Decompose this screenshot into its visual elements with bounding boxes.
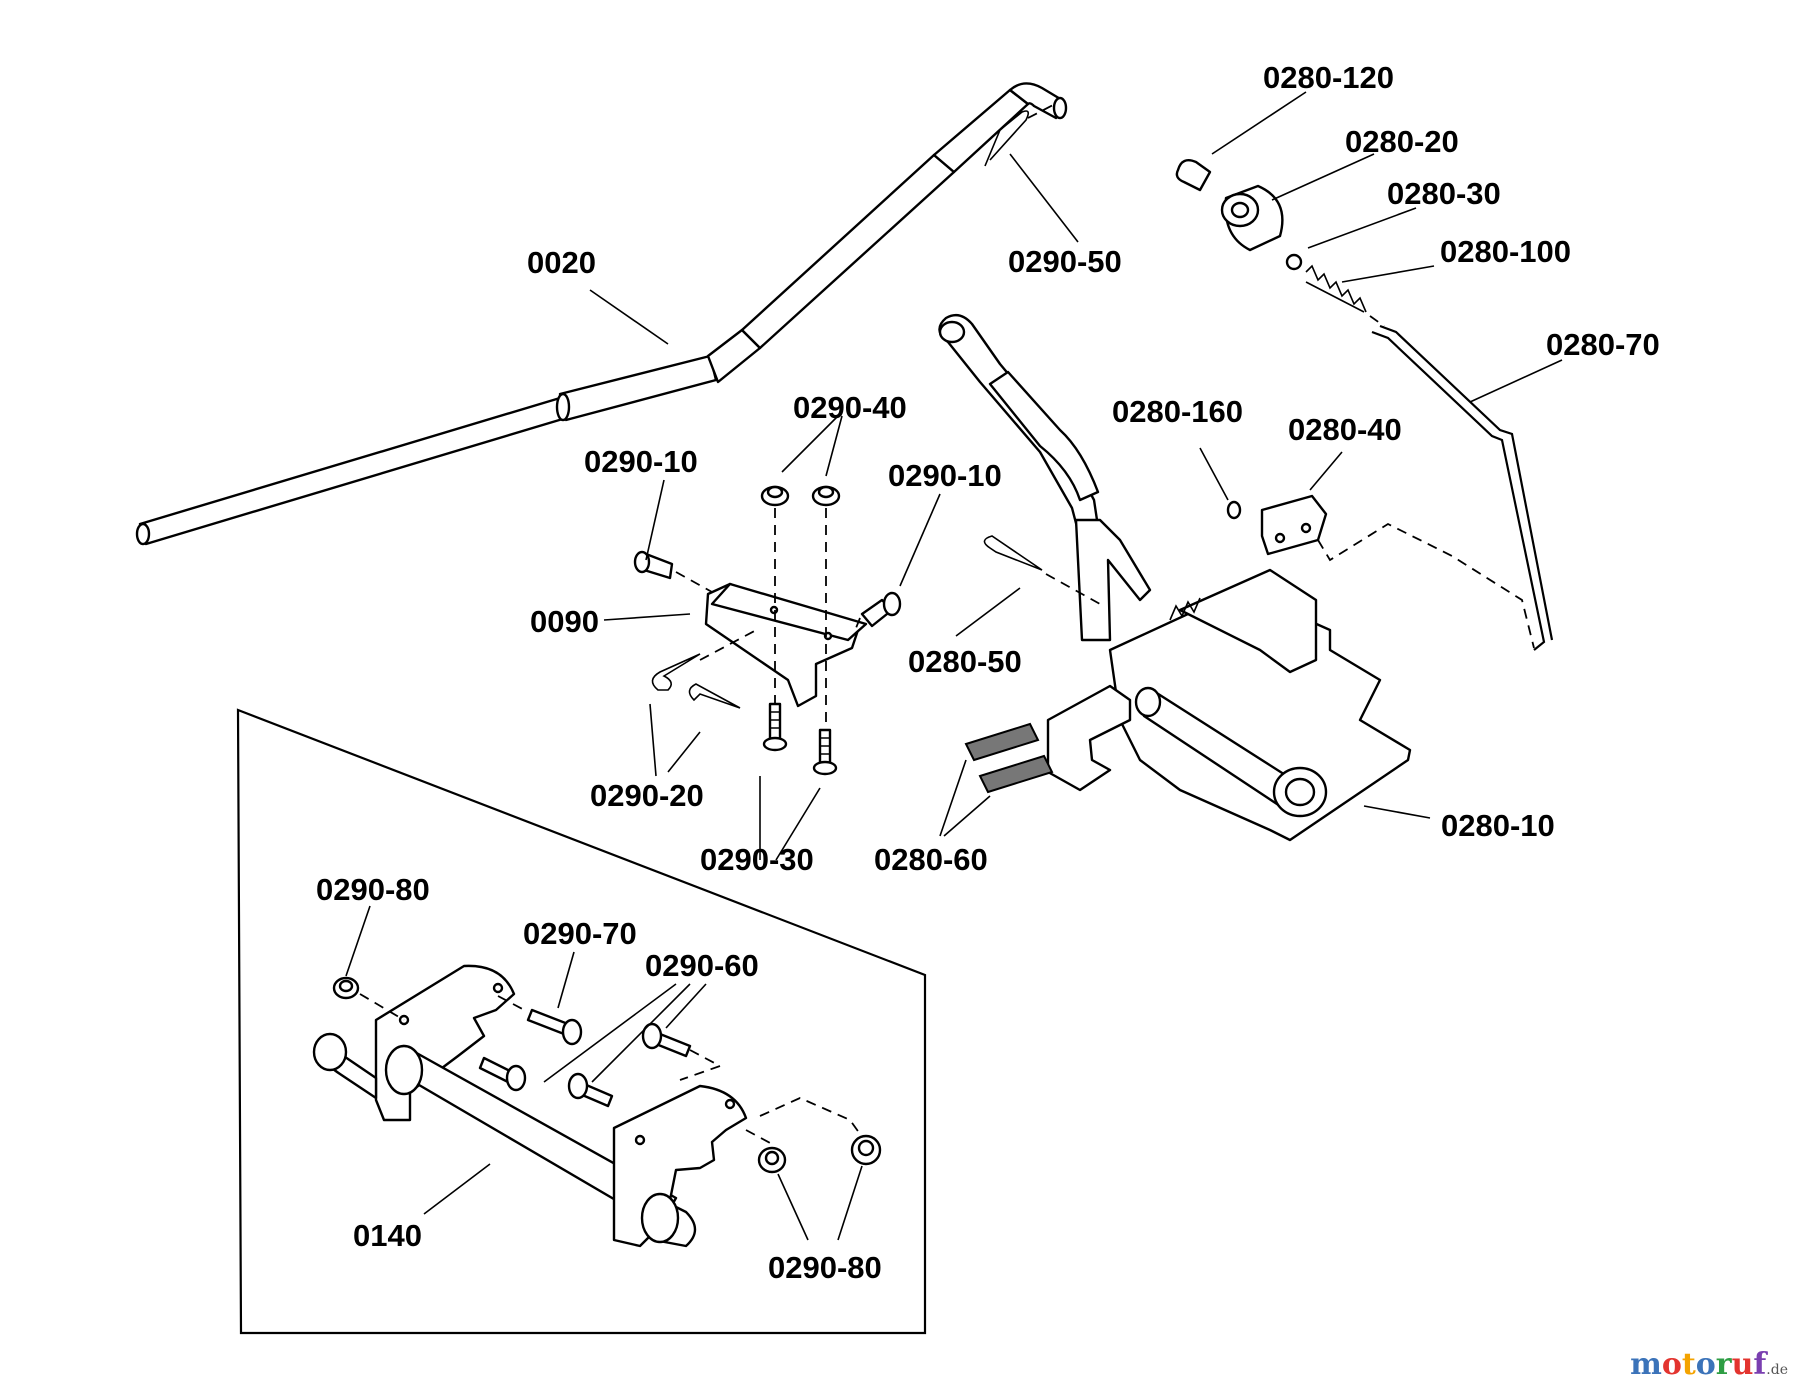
flange-nut-left [760,485,790,720]
hairpin-clip-0280-50 [983,535,1101,605]
label-0280-20: 0280-20 [1345,124,1459,159]
watermark-suffix: .de [1766,1362,1788,1378]
label-0290-80-top: 0290-80 [316,872,430,907]
watermark-brand: motoruf [1630,1347,1766,1382]
watermark-letter: u [1731,1347,1754,1382]
lift-lever-assembly [938,313,1412,842]
flange-nut-right [811,485,841,730]
label-0290-10-right: 0290-10 [888,458,1002,493]
cable-assembly [1175,159,1554,651]
shoulder-bolt-right [855,591,902,629]
watermark-letter: o [1695,1347,1716,1382]
label-0140: 0140 [353,1218,422,1253]
label-0090: 0090 [530,604,599,639]
label-0280-30: 0280-30 [1387,176,1501,211]
watermark-letter: m [1630,1347,1662,1382]
spacer-pads-0280-60 [964,722,1054,794]
axle-bracket-0140 [312,964,748,1248]
label-0280-100: 0280-100 [1440,234,1571,269]
bolt-0290-60-upper [641,1022,723,1081]
watermark-letter: r [1715,1347,1732,1382]
label-0280-60: 0280-60 [874,842,988,877]
watermark-letter: t [1681,1347,1696,1382]
watermark-logo: motoruf.de [1630,1347,1788,1382]
nuts-0290-80-bottom [745,1097,882,1174]
link-plate-0280-40 [1260,494,1535,649]
label-0290-30: 0290-30 [700,842,814,877]
screw-left [762,702,788,752]
bolt-0290-70 [497,995,583,1046]
part-labels: 0020 0290-50 0280-120 0280-20 0280-30 02… [316,60,1660,1285]
inset-box [236,708,927,1335]
watermark-letter: o [1661,1347,1682,1382]
hairpin-clip-0290-20 [651,627,761,709]
label-0280-120: 0280-120 [1263,60,1394,95]
mounting-bracket-0090 [704,582,868,708]
hairpin-clip-0290-50 [984,103,1056,167]
screw-right [812,728,838,776]
lift-handle-rod [135,82,1068,546]
label-0280-70: 0280-70 [1546,327,1660,362]
label-0290-70: 0290-70 [523,916,637,951]
label-0280-10: 0280-10 [1441,808,1555,843]
label-0290-40: 0290-40 [793,390,907,425]
bolt-0290-70-lower [478,1056,527,1092]
label-0290-50: 0290-50 [1008,244,1122,279]
label-0290-10-left: 0290-10 [584,444,698,479]
bolt-0290-60-lower [567,1072,614,1108]
watermark-letter: f [1753,1347,1767,1382]
label-0280-40: 0280-40 [1288,412,1402,447]
label-0280-160: 0280-160 [1112,394,1243,429]
shoulder-bolt-left [633,550,713,593]
label-0020: 0020 [527,245,596,280]
leader-lines [345,91,1563,1241]
label-0290-20: 0290-20 [590,778,704,813]
label-0290-60: 0290-60 [645,948,759,983]
label-0280-50: 0280-50 [908,644,1022,679]
washer-0280-160 [1226,500,1242,520]
label-0290-80-bottom: 0290-80 [768,1250,882,1285]
nut-0290-80-top [332,976,405,1021]
